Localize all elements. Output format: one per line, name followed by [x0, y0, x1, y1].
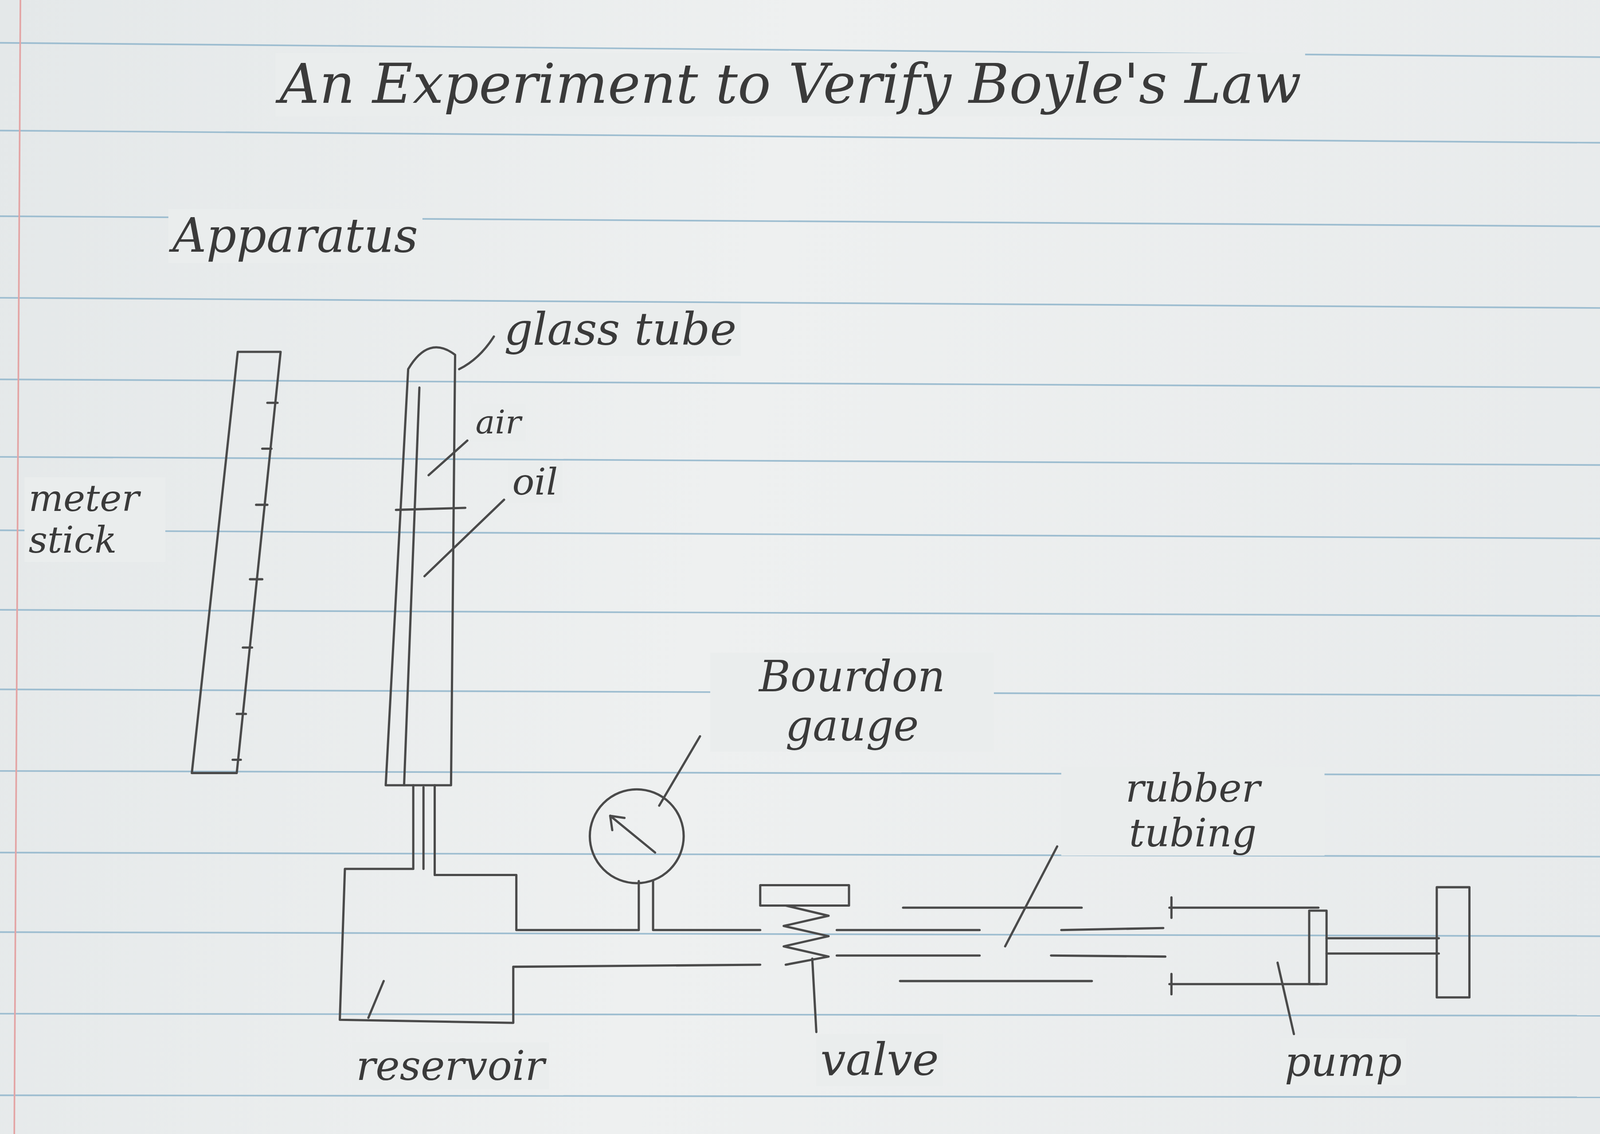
ruled-lines — [0, 43, 1600, 1099]
margin-line — [14, 0, 21, 1134]
tube-neck — [422, 787, 425, 870]
part-label: oil — [508, 461, 562, 504]
rubber-tubing — [836, 928, 1164, 931]
gauge-needle — [610, 816, 655, 853]
pump-handle — [1436, 887, 1470, 998]
leader-line — [659, 736, 701, 806]
part-label: rubber tubing — [1061, 767, 1325, 857]
leader-line — [428, 440, 468, 476]
piston-rod — [1326, 952, 1439, 955]
pipe — [653, 881, 761, 931]
needle-head — [610, 816, 625, 831]
bourdon-gauge — [589, 789, 684, 884]
piston-rod — [1326, 937, 1439, 940]
part-label: reservoir — [352, 1042, 549, 1090]
leader-line — [368, 981, 384, 1019]
page-title: An Experiment to Verify Boyle's Law — [275, 53, 1306, 117]
scale-ticks — [232, 402, 278, 760]
leader-line — [1005, 846, 1057, 947]
meter-stick — [191, 352, 281, 774]
rubber-tubing — [836, 955, 1166, 957]
part-label: valve — [816, 1034, 943, 1087]
section-heading: Apparatus — [168, 209, 423, 264]
pump-piston — [1309, 911, 1327, 985]
pump-end — [1170, 897, 1173, 995]
tube-wall — [403, 387, 420, 786]
valve-handle — [760, 885, 849, 907]
part-label: pump — [1280, 1038, 1407, 1086]
reservoir — [339, 785, 760, 1024]
rubber-tubing — [903, 907, 1082, 910]
pump-barrel — [1169, 983, 1319, 986]
part-label: Bourdon gauge — [710, 653, 994, 752]
pipe — [434, 785, 639, 931]
valve-screw — [783, 906, 829, 966]
leader-line — [1277, 962, 1295, 1035]
glass-tube — [385, 347, 456, 786]
rubber-tubing — [899, 980, 1092, 983]
part-label: meter stick — [24, 477, 166, 563]
leader-line — [459, 336, 494, 370]
leader-line — [424, 500, 505, 577]
part-label: air — [471, 403, 525, 442]
oil-level — [395, 508, 466, 511]
part-label: glass tube — [500, 304, 741, 356]
leader-line — [812, 958, 817, 1033]
pump-barrel — [1169, 907, 1319, 910]
